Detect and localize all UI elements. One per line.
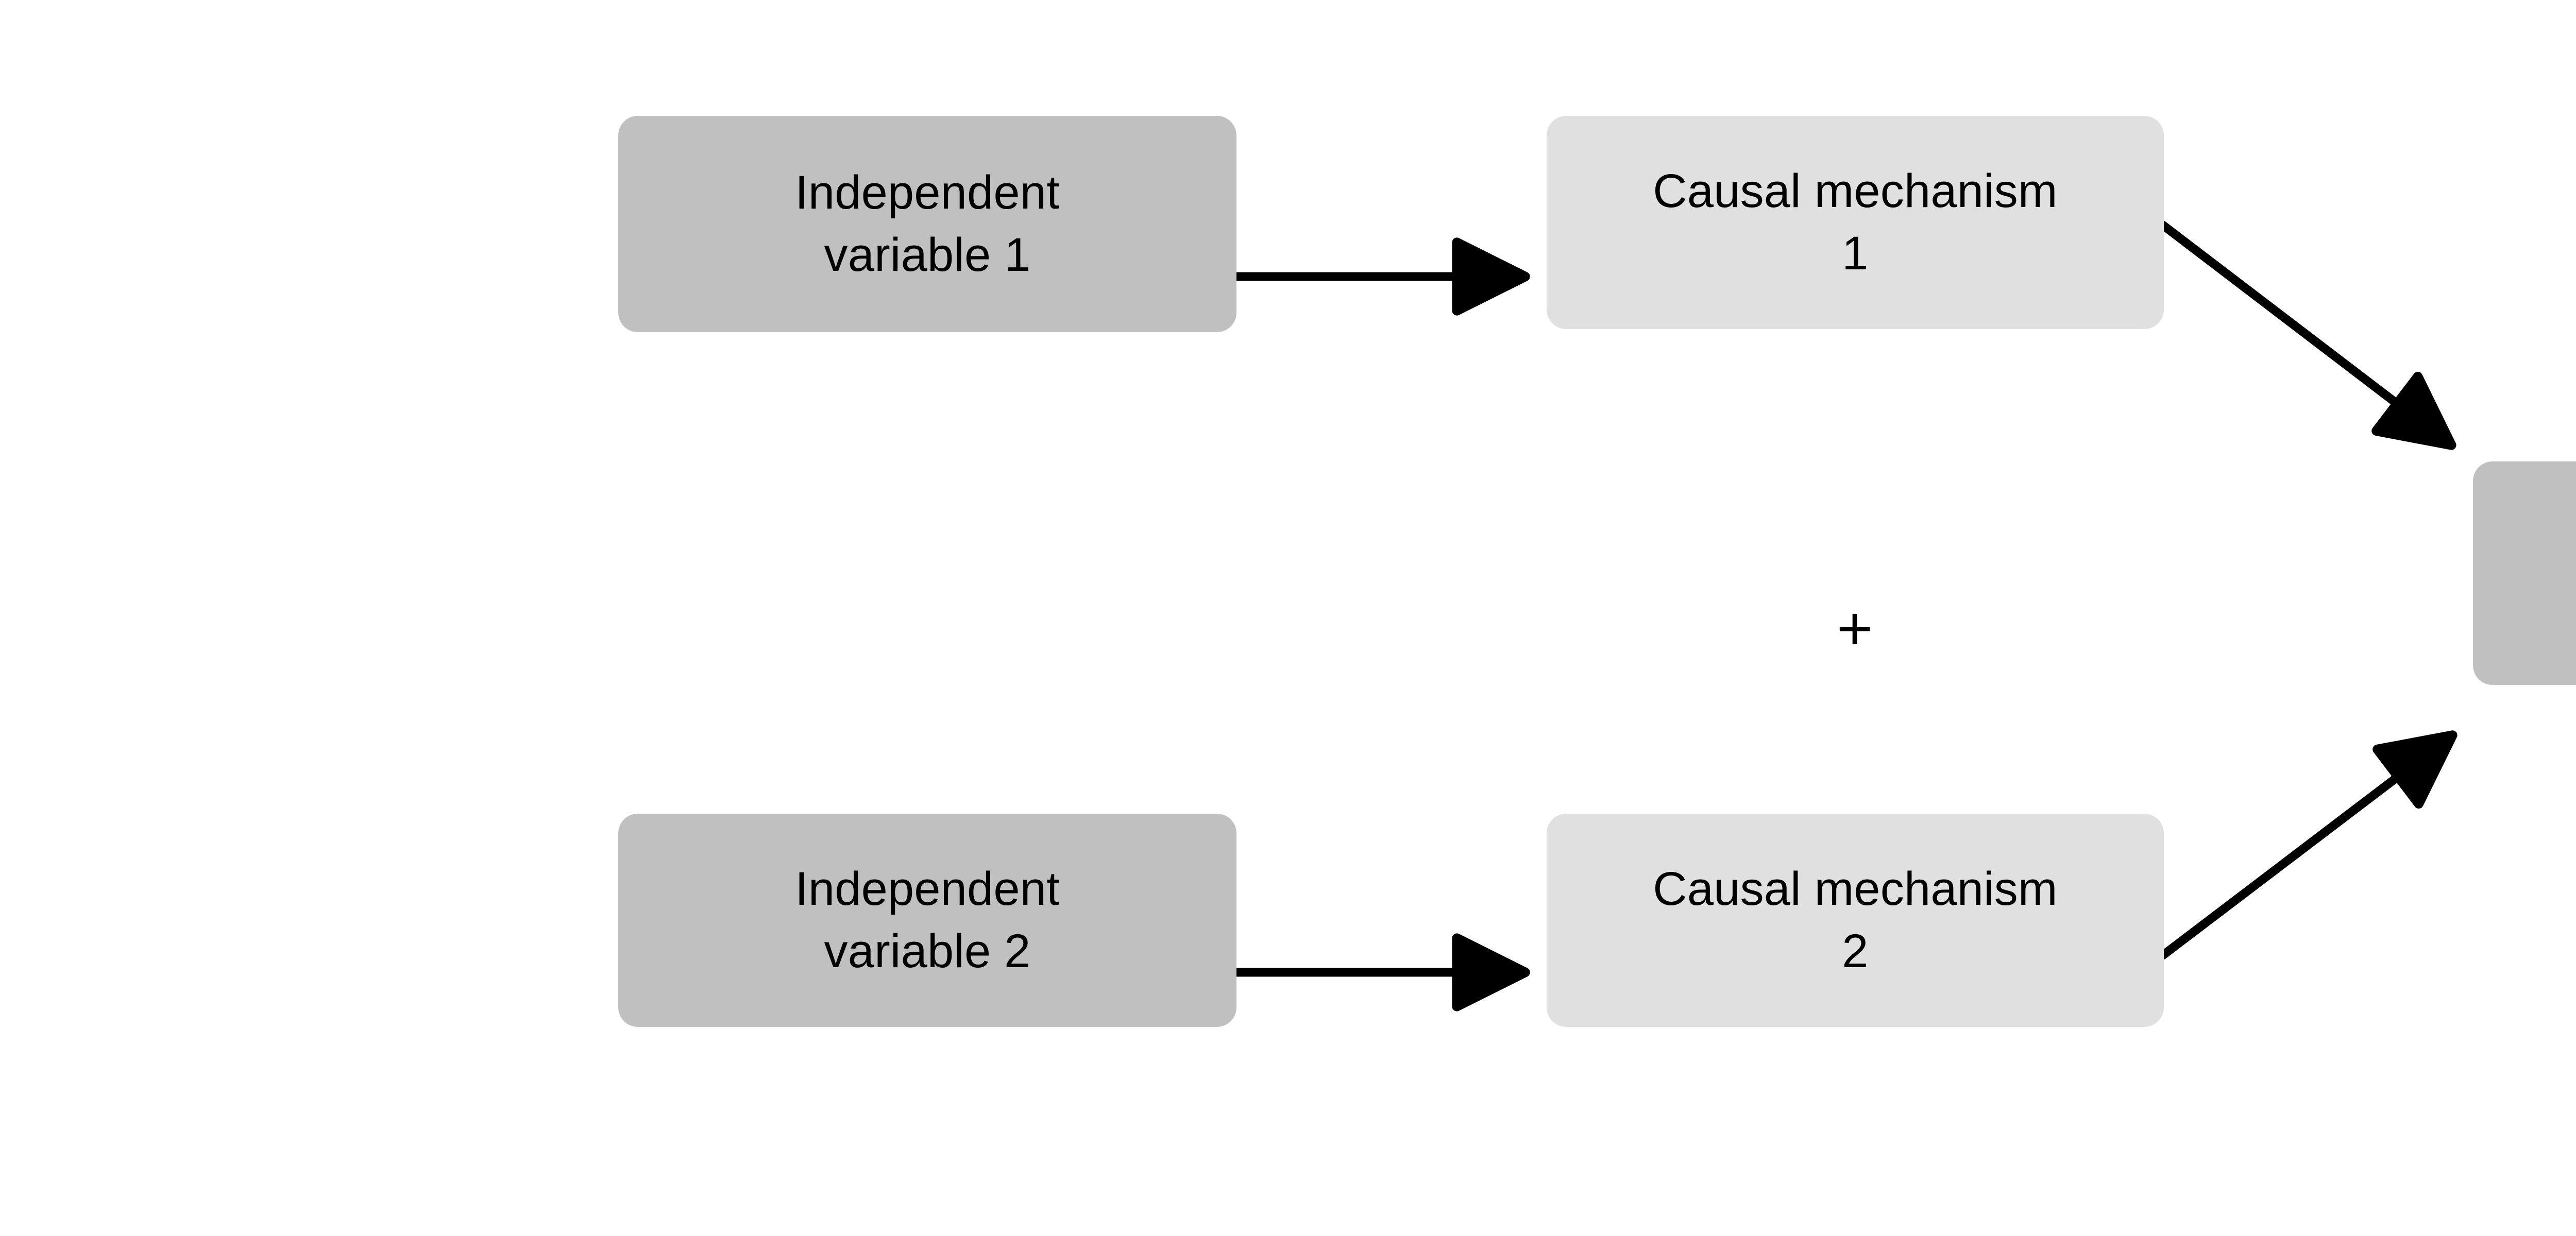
node-causal-mechanism-2[interactable]: Causal mechanism 2 [1547,814,2164,1027]
node-independent-variable-1[interactable]: Independent variable 1 [618,116,1236,332]
node-dependent-variable[interactable]: Dependent variable [2473,461,2576,685]
arrow-cm2-to-dv [2158,730,2458,960]
node-independent-variable-2[interactable]: Independent variable 2 [618,814,1236,1027]
plus-operator: + [1836,594,1873,663]
arrow-cm1-to-dv [2158,220,2456,450]
node-causal-mechanism-1[interactable]: Causal mechanism 1 [1547,116,2164,329]
